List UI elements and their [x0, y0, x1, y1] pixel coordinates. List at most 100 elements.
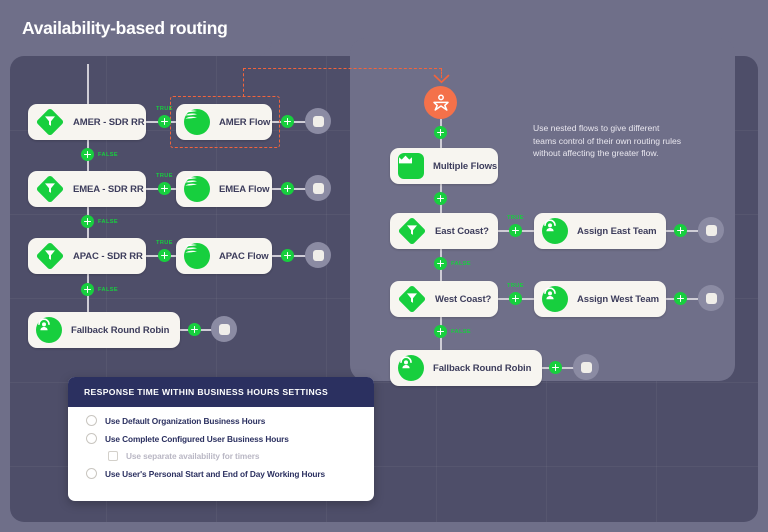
- highlight-path-top: [243, 68, 442, 69]
- filter-diamond-icon: [35, 107, 65, 137]
- node-label: Fallback Round Robin: [71, 324, 170, 336]
- node-fallback-round-robin-right[interactable]: Fallback Round Robin: [390, 350, 542, 386]
- node-emea-flow[interactable]: EMEA Flow: [176, 171, 272, 207]
- node-label: EMEA - SDR RR: [73, 183, 144, 195]
- edge-label-true-emea: TRUE: [156, 173, 173, 179]
- add-step-west-end[interactable]: [674, 292, 687, 305]
- add-step-emea-false[interactable]: [81, 215, 94, 228]
- node-assign-west-team[interactable]: Assign West Team: [534, 281, 666, 317]
- add-step-west-true[interactable]: [509, 292, 522, 305]
- add-step-east-false[interactable]: [434, 257, 447, 270]
- radio-default-org-hours[interactable]: [86, 415, 97, 426]
- agent-headset-icon: [542, 218, 568, 244]
- node-east-coast-condition[interactable]: East Coast?: [390, 213, 498, 249]
- add-step-east-end[interactable]: [674, 224, 687, 237]
- node-label: APAC - SDR RR: [73, 250, 143, 262]
- option-complete-user-hours[interactable]: Use Complete Configured User Business Ho…: [86, 433, 374, 444]
- edge-label-true-apac: TRUE: [156, 240, 173, 246]
- end-node-west[interactable]: [698, 285, 724, 311]
- flow-wave-icon: [184, 109, 210, 135]
- edge-label-false-east: FALSE: [451, 261, 472, 267]
- edge-label-false-apac: FALSE: [98, 287, 119, 293]
- node-label: Assign East Team: [577, 225, 657, 237]
- edge-label-true-west: TRUE: [507, 283, 524, 289]
- add-step-fallback-left-end[interactable]: [188, 323, 201, 336]
- node-fallback-round-robin-left[interactable]: Fallback Round Robin: [28, 312, 180, 348]
- node-west-coast-condition[interactable]: West Coast?: [390, 281, 498, 317]
- filter-diamond-icon: [35, 174, 65, 204]
- chevron-down-icon: [433, 72, 450, 90]
- option-personal-working-hours[interactable]: Use User's Personal Start and End of Day…: [86, 468, 374, 479]
- edge-label-false-emea: FALSE: [98, 219, 119, 225]
- nested-flow-panel: [350, 38, 735, 381]
- node-label: EMEA Flow: [219, 183, 270, 195]
- option-label: Use User's Personal Start and End of Day…: [105, 468, 326, 479]
- add-step-amer-true[interactable]: [158, 115, 171, 128]
- end-node-fallback-right[interactable]: [573, 354, 599, 380]
- add-step-multiple[interactable]: [434, 192, 447, 205]
- settings-dialog-body: Use Default Organization Business Hours …: [68, 407, 374, 479]
- node-assign-east-team[interactable]: Assign East Team: [534, 213, 666, 249]
- option-default-org-hours[interactable]: Use Default Organization Business Hours: [86, 415, 374, 426]
- node-label: Fallback Round Robin: [433, 362, 532, 374]
- page-title-bar: Availability-based routing: [0, 0, 272, 56]
- crown-icon: [398, 153, 424, 179]
- node-emea-condition[interactable]: EMEA - SDR RR: [28, 171, 146, 207]
- option-label: Use separate availability for timers: [126, 451, 260, 461]
- node-label: Assign West Team: [577, 293, 659, 305]
- end-node-apac[interactable]: [305, 242, 331, 268]
- option-label: Use Default Organization Business Hours: [105, 415, 266, 426]
- flow-wave-icon: [184, 243, 210, 269]
- add-step-amer-false[interactable]: [81, 148, 94, 161]
- connector-entry: [87, 64, 89, 104]
- edge-label-true-east: TRUE: [507, 215, 524, 221]
- edge-label-false-west: FALSE: [451, 329, 472, 335]
- user-avatar-icon[interactable]: [424, 86, 457, 119]
- add-step-apac-false[interactable]: [81, 283, 94, 296]
- end-node-fallback-left[interactable]: [211, 316, 237, 342]
- node-label: AMER Flow: [219, 116, 271, 128]
- add-step-east-true[interactable]: [509, 224, 522, 237]
- node-amer-condition[interactable]: AMER - SDR RR: [28, 104, 146, 140]
- agent-headset-icon: [398, 355, 424, 381]
- highlight-path-right: [441, 68, 442, 78]
- flow-wave-icon: [184, 176, 210, 202]
- node-apac-condition[interactable]: APAC - SDR RR: [28, 238, 146, 274]
- add-step-avatar[interactable]: [434, 126, 447, 139]
- node-amer-flow[interactable]: AMER Flow: [176, 104, 272, 140]
- agent-headset-icon: [36, 317, 62, 343]
- node-label: AMER - SDR RR: [73, 116, 145, 128]
- checkbox-separate-availability-timers[interactable]: [108, 451, 118, 461]
- add-step-west-false[interactable]: [434, 325, 447, 338]
- filter-diamond-icon: [397, 216, 427, 246]
- page-title: Availability-based routing: [22, 17, 228, 38]
- highlight-path-left: [243, 68, 244, 97]
- radio-personal-working-hours[interactable]: [86, 468, 97, 479]
- add-step-emea-end[interactable]: [281, 182, 294, 195]
- filter-diamond-icon: [35, 241, 65, 271]
- end-node-amer[interactable]: [305, 108, 331, 134]
- end-node-emea[interactable]: [305, 175, 331, 201]
- node-label: East Coast?: [435, 225, 489, 237]
- add-step-fallback-right-end[interactable]: [549, 361, 562, 374]
- option-label: Use Complete Configured User Business Ho…: [105, 433, 289, 444]
- radio-complete-user-hours[interactable]: [86, 433, 97, 444]
- add-step-amer-end[interactable]: [281, 115, 294, 128]
- node-label: Multiple Flows: [433, 160, 498, 172]
- end-node-east[interactable]: [698, 217, 724, 243]
- add-step-emea-true[interactable]: [158, 182, 171, 195]
- node-label: APAC Flow: [219, 250, 269, 262]
- settings-dialog-title: RESPONSE TIME WITHIN BUSINESS HOURS SETT…: [68, 377, 374, 407]
- edge-label-false-amer: FALSE: [98, 152, 119, 158]
- option-separate-availability-timers[interactable]: Use separate availability for timers: [108, 451, 374, 461]
- edge-label-true-amer: TRUE: [156, 106, 173, 112]
- node-multiple-flows[interactable]: Multiple Flows: [390, 148, 498, 184]
- add-step-apac-true[interactable]: [158, 249, 171, 262]
- agent-headset-icon: [542, 286, 568, 312]
- add-step-apac-end[interactable]: [281, 249, 294, 262]
- node-apac-flow[interactable]: APAC Flow: [176, 238, 272, 274]
- node-label: West Coast?: [435, 293, 492, 305]
- settings-dialog: RESPONSE TIME WITHIN BUSINESS HOURS SETT…: [68, 377, 374, 501]
- filter-diamond-icon: [397, 284, 427, 314]
